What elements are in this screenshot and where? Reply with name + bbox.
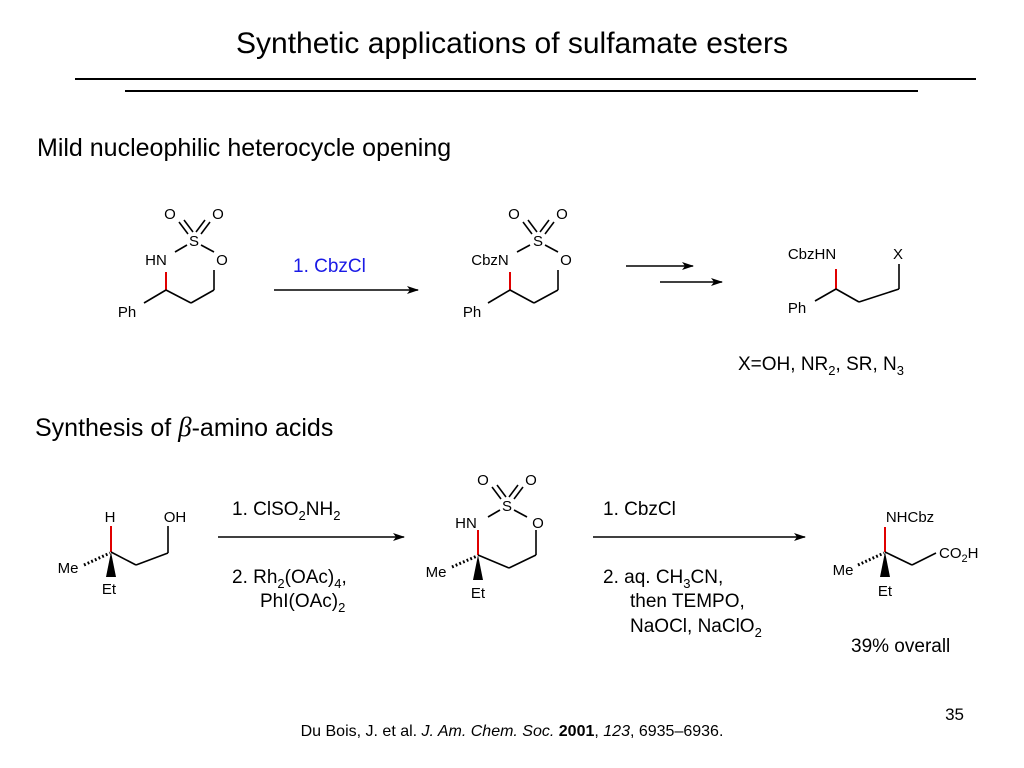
reagent-step4-line2: then TEMPO, [630,591,745,612]
atom-O: O [556,206,568,223]
atom-O: O [216,252,228,269]
reagent-step1: 1. ClSO2NH2 [232,499,340,523]
page-number: 35 [945,705,964,724]
reagent-step2-line2: PhI(OAc)2 [260,591,345,615]
atom-O: O [212,206,224,223]
title-rule-bottom [125,90,918,92]
atom-S: S [502,498,512,515]
citation-volume: 123 [603,723,630,740]
reagent-cbzcl: 1. CbzCl [293,256,366,277]
atom-Ph: Ph [788,300,806,317]
wedge-bond [106,552,116,577]
wedge-bond [880,552,890,577]
atom-S: S [189,233,199,250]
atom-CbzHN: CbzHN [788,246,836,263]
molecule-beta-amino-acid [857,527,937,567]
atom-OH: OH [164,509,187,526]
atom-HN: HN [145,252,167,269]
atom-CbzN: CbzN [471,252,509,269]
atom-Me: Me [426,564,447,581]
section-heading-heterocycle-opening: Mild nucleophilic heterocycle opening [37,134,452,162]
reagent-step3: 1. CbzCl [603,499,676,520]
atom-CO2H: CO2H [939,545,978,565]
atom-O: O [164,206,176,223]
atom-Me: Me [58,560,79,577]
section-heading-beta-amino-acids: Synthesis of β-amino acids [35,412,333,443]
molecule-starting-alcohol [83,526,169,567]
molecule-cbz-oxathiazinane [487,219,559,304]
atom-S: S [533,233,543,250]
atom-O: O [508,206,520,223]
atom-Ph: Ph [463,304,481,321]
heading-suffix: -amino acids [191,414,334,442]
citation-pages: , 6935–6936. [629,723,724,740]
molecule-methyl-ethyl-oxathiazinane [451,484,537,569]
substituent-note: X=OH, NR2, SR, N3 [738,354,904,378]
atom-Et: Et [878,583,893,600]
citation-journal: J. Am. Chem. Soc. [421,723,555,740]
atom-O: O [532,515,544,532]
molecule-phenyl-oxathiazinane [143,219,215,304]
citation-authors: Du Bois, J. et al. [300,723,422,740]
beta-symbol: β [178,412,192,442]
overall-yield: 39% overall [851,636,950,657]
wedge-bond [473,555,483,580]
atom-X: X [893,246,903,263]
atom-HN: HN [455,515,477,532]
atom-Et: Et [471,585,486,602]
atom-NHCbz: NHCbz [886,509,934,526]
atom-Et: Et [102,581,117,598]
atom-Me: Me [833,562,854,579]
reagent-step4-line3: NaOCl, NaClO2 [630,616,762,640]
atom-H: H [105,509,116,526]
citation-year: 2001 [558,723,595,740]
atom-O: O [525,472,537,489]
reagent-step2: 2. Rh2(OAc)4, [232,567,347,591]
heading-prefix: Synthesis of [35,414,179,442]
atom-Ph: Ph [118,304,136,321]
title-rule-top [75,78,976,80]
atom-O: O [560,252,572,269]
molecule-ring-opened-product [814,264,900,303]
atom-O: O [477,472,489,489]
citation: Du Bois, J. et al. J. Am. Chem. Soc. 200… [300,723,724,740]
slide-title: Synthetic applications of sulfamate este… [236,27,788,60]
reagent-step4: 2. aq. CH3CN, [603,567,723,591]
